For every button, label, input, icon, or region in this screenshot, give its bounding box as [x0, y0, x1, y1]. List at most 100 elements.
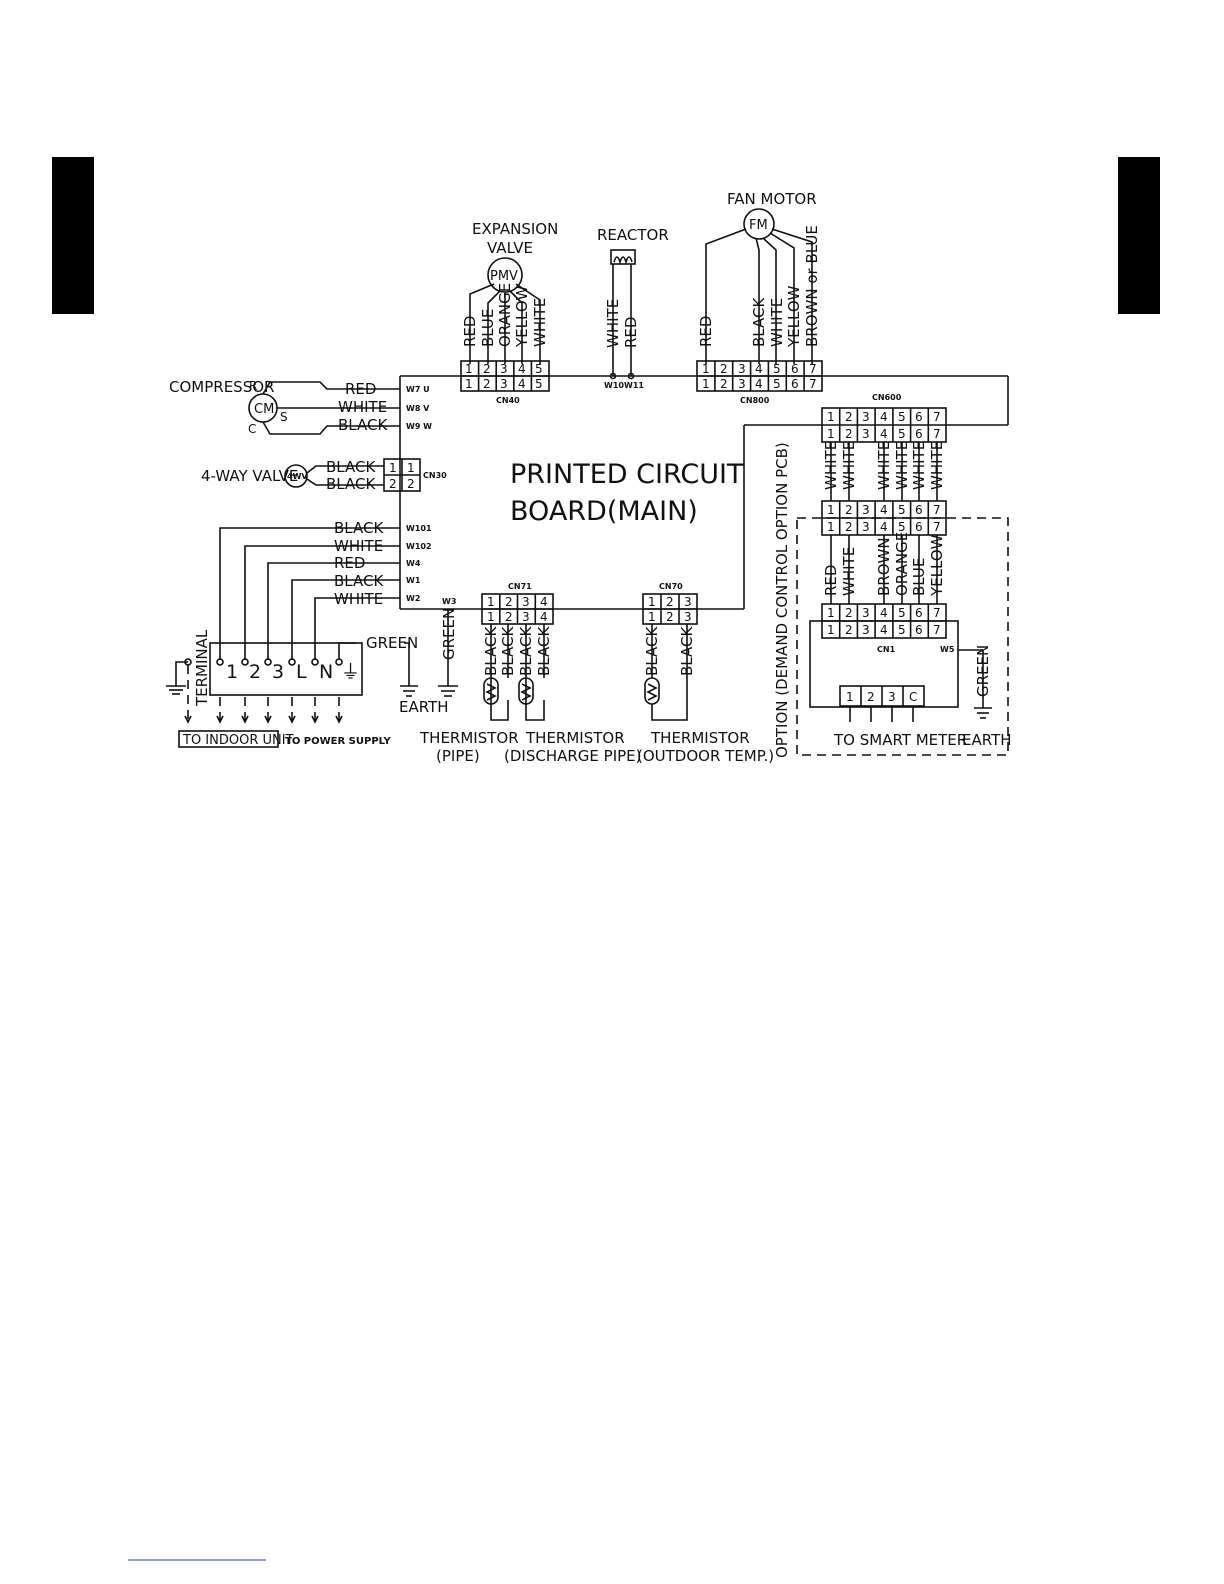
svg-text:2: 2 [666, 595, 674, 609]
option-earth-label: EARTH [962, 731, 1012, 749]
right-page-tab [1118, 157, 1160, 314]
compressor-pin-c: C [248, 422, 256, 436]
svg-text:W8 V: W8 V [406, 404, 430, 413]
thermistor-discharge-symbol [518, 677, 534, 705]
svg-text:2: 2 [845, 606, 853, 620]
svg-text:4: 4 [540, 610, 548, 624]
cn600-wiring [830, 442, 938, 501]
cn40-wire-1: RED [461, 316, 479, 347]
svg-text:6: 6 [915, 623, 923, 637]
cn70-connector: 1 2 3 1 2 3 [642, 593, 698, 625]
option-pcb-outline [796, 517, 1009, 756]
four-way-valve-label: 4-WAY VALVE [201, 467, 298, 485]
svg-text:4: 4 [755, 362, 763, 376]
svg-text:1: 1 [648, 595, 656, 609]
svg-text:7: 7 [933, 520, 941, 534]
svg-text:WHITE: WHITE [822, 441, 840, 490]
terminal-dashed-leads [184, 697, 343, 724]
svg-text:7: 7 [933, 410, 941, 424]
svg-text:W101: W101 [406, 524, 432, 533]
svg-text:RED: RED [822, 565, 840, 596]
svg-text:4: 4 [518, 362, 526, 376]
thermistor-discharge-line1: THERMISTOR [525, 729, 625, 747]
svg-text:2: 2 [845, 503, 853, 517]
svg-text:BLACK: BLACK [334, 572, 384, 590]
smart-meter-label: TO SMART METER [833, 731, 967, 749]
svg-text:3: 3 [500, 377, 508, 391]
svg-text:2: 2 [867, 690, 875, 704]
svg-text:BROWN: BROWN [875, 537, 893, 596]
svg-text:4: 4 [880, 427, 888, 441]
svg-text:WHITE: WHITE [910, 441, 928, 490]
cn800-label: CN800 [740, 396, 770, 405]
svg-text:WHITE: WHITE [893, 441, 911, 490]
svg-text:⏚: ⏚ [341, 661, 360, 683]
svg-text:3: 3 [500, 362, 508, 376]
cn1-label: CN1 [877, 645, 896, 654]
svg-text:3: 3 [862, 520, 870, 534]
svg-text:2: 2 [483, 377, 491, 391]
svg-text:L: L [296, 661, 307, 683]
svg-text:1: 1 [226, 661, 238, 683]
svg-text:WHITE: WHITE [334, 537, 383, 555]
cn40-wire-5: WHITE [531, 298, 549, 347]
w3-ground [438, 609, 458, 697]
svg-text:RED: RED [334, 554, 365, 572]
svg-text:1: 1 [827, 520, 835, 534]
svg-text:1: 1 [465, 362, 473, 376]
svg-text:WHITE: WHITE [840, 441, 858, 490]
svg-text:2: 2 [845, 427, 853, 441]
svg-text:3: 3 [272, 661, 284, 683]
svg-text:3: 3 [862, 623, 870, 637]
svg-text:1: 1 [702, 377, 710, 391]
tag-w5: W5 [940, 645, 955, 654]
left-page-tab [52, 157, 94, 314]
fan-motor-fm-symbol [743, 208, 775, 240]
four-way-valve-symbol [284, 464, 308, 488]
svg-text:5: 5 [898, 520, 906, 534]
cn30-wiring [306, 465, 384, 486]
svg-text:W7 U: W7 U [406, 385, 430, 394]
reactor-wire-1: WHITE [604, 299, 622, 348]
svg-text:YELLOW: YELLOW [928, 534, 946, 597]
svg-text:BLACK: BLACK [517, 626, 535, 676]
thermistor-pipe-line1: THERMISTOR [419, 729, 519, 747]
cn800-connector: 1 2 3 4 5 6 7 1 2 3 4 5 6 7 [696, 360, 823, 392]
thermistor-outdoor-symbol [644, 677, 660, 705]
svg-text:6: 6 [791, 362, 799, 376]
cn70-wire-1: BLACK [643, 626, 661, 676]
cn600-label: CN600 [872, 393, 902, 402]
svg-text:1: 1 [389, 461, 397, 475]
cn600-connector: 1 2 3 4 5 6 7 1 2 3 4 5 6 7 [821, 407, 947, 443]
pcb-title-line2: BOARD(MAIN) [510, 496, 698, 527]
svg-text:5: 5 [773, 362, 781, 376]
terminal-earth-label: EARTH [399, 698, 449, 716]
svg-text:7: 7 [933, 503, 941, 517]
svg-text:6: 6 [791, 377, 799, 391]
svg-text:ORANGE: ORANGE [893, 532, 911, 596]
smart-meter-connector: 1 2 3 C [839, 685, 925, 722]
svg-text:RED: RED [697, 316, 715, 347]
svg-text:7: 7 [933, 606, 941, 620]
svg-text:C: C [909, 690, 917, 704]
cn40-label: CN40 [496, 396, 520, 405]
cn800-wire-labels: RED BLACK WHITE YELLOW BROWN or BLUE [697, 225, 821, 348]
svg-text:YELLOW: YELLOW [785, 285, 803, 348]
compressor-label: COMPRESSOR [169, 378, 274, 396]
option-pcb-label: OPTION (DEMAND CONTROL OPTION PCB) [773, 442, 791, 758]
svg-text:WHITE: WHITE [334, 590, 383, 608]
reactor-wire-2: RED [622, 317, 640, 348]
svg-text:6: 6 [915, 503, 923, 517]
cm-symbol-text: CM [254, 402, 274, 417]
svg-text:2: 2 [389, 477, 397, 491]
svg-text:1: 1 [827, 503, 835, 517]
terminal-green-wire [338, 642, 418, 697]
to-indoor-unit-box [178, 730, 279, 748]
svg-text:2: 2 [845, 623, 853, 637]
tag-w3: W3 [442, 597, 456, 606]
svg-text:5: 5 [535, 377, 543, 391]
cn800-wiring [705, 228, 813, 364]
tag-w10: W10 [604, 381, 624, 390]
svg-text:2: 2 [505, 595, 513, 609]
svg-text:1: 1 [827, 427, 835, 441]
